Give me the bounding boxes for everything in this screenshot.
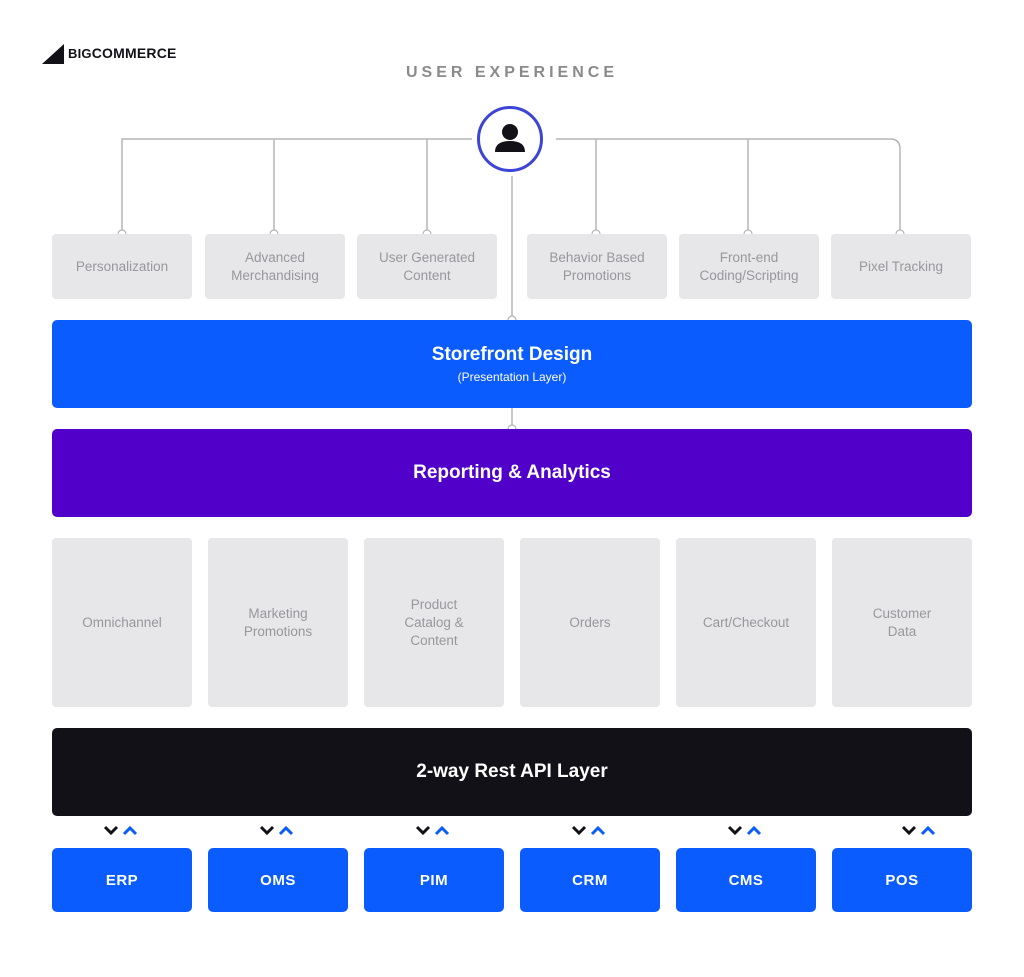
- experience-item-behavior-based-promotions: Behavior Based Promotions: [527, 234, 667, 299]
- bidirectional-arrows: [103, 825, 138, 836]
- storefront-design-title: Storefront Design: [431, 344, 593, 365]
- logo-text-big: BIG: [68, 46, 92, 61]
- chevron-up-icon: [122, 825, 138, 836]
- system-oms: OMS: [208, 848, 348, 912]
- experience-item-pixel-tracking: Pixel Tracking: [831, 234, 971, 299]
- system-crm: CRM: [520, 848, 660, 912]
- reporting-analytics-title: Reporting & Analytics: [413, 462, 611, 483]
- reporting-analytics-layer: Reporting & Analytics: [52, 429, 972, 517]
- user-glyph: [495, 124, 525, 152]
- chevron-up-icon: [434, 825, 450, 836]
- chevron-down-icon: [259, 825, 275, 836]
- chevron-up-icon: [278, 825, 294, 836]
- chevron-up-icon: [590, 825, 606, 836]
- capability-cart-checkout: Cart/Checkout: [676, 538, 816, 707]
- chevron-up-icon: [746, 825, 762, 836]
- rest-api-layer: 2-way Rest API Layer: [52, 728, 972, 816]
- system-pos: POS: [832, 848, 972, 912]
- system-cms: CMS: [676, 848, 816, 912]
- capability-product-catalog: Product Catalog & Content: [364, 538, 504, 707]
- experience-item-personalization: Personalization: [52, 234, 192, 299]
- chevron-down-icon: [571, 825, 587, 836]
- chevron-down-icon: [727, 825, 743, 836]
- experience-item-advanced-merchandising: Advanced Merchandising: [205, 234, 345, 299]
- chevron-up-icon: [920, 825, 936, 836]
- capability-orders: Orders: [520, 538, 660, 707]
- capability-customer-data: Customer Data: [832, 538, 972, 707]
- experience-item-frontend-coding: Front-end Coding/Scripting: [679, 234, 819, 299]
- connector-pixel-tracking: [556, 138, 901, 234]
- system-erp: ERP: [52, 848, 192, 912]
- chevron-down-icon: [103, 825, 119, 836]
- bidirectional-arrows: [727, 825, 762, 836]
- user-icon: [477, 106, 543, 172]
- chevron-down-icon: [415, 825, 431, 836]
- capability-marketing-promotions: Marketing Promotions: [208, 538, 348, 707]
- connector-personalization: [121, 138, 472, 234]
- bidirectional-arrows: [901, 825, 936, 836]
- storefront-design-layer: Storefront Design (Presentation Layer): [52, 320, 972, 408]
- logo-text-commerce: COMMERCE: [91, 45, 177, 61]
- storefront-design-subtitle: (Presentation Layer): [457, 370, 567, 384]
- bidirectional-arrows: [415, 825, 450, 836]
- user-experience-title: USER EXPERIENCE: [405, 64, 619, 81]
- rest-api-title: 2-way Rest API Layer: [416, 761, 608, 782]
- logo-text: BIGCOMMERCE: [68, 45, 177, 61]
- bidirectional-arrows: [571, 825, 606, 836]
- bigcommerce-logo: BIGCOMMERCE: [42, 42, 182, 66]
- bigcommerce-logo-icon: [42, 44, 64, 64]
- capability-omnichannel: Omnichannel: [52, 538, 192, 707]
- experience-item-user-generated-content: User Generated Content: [357, 234, 497, 299]
- system-pim: PIM: [364, 848, 504, 912]
- chevron-down-icon: [901, 825, 917, 836]
- bidirectional-arrows: [259, 825, 294, 836]
